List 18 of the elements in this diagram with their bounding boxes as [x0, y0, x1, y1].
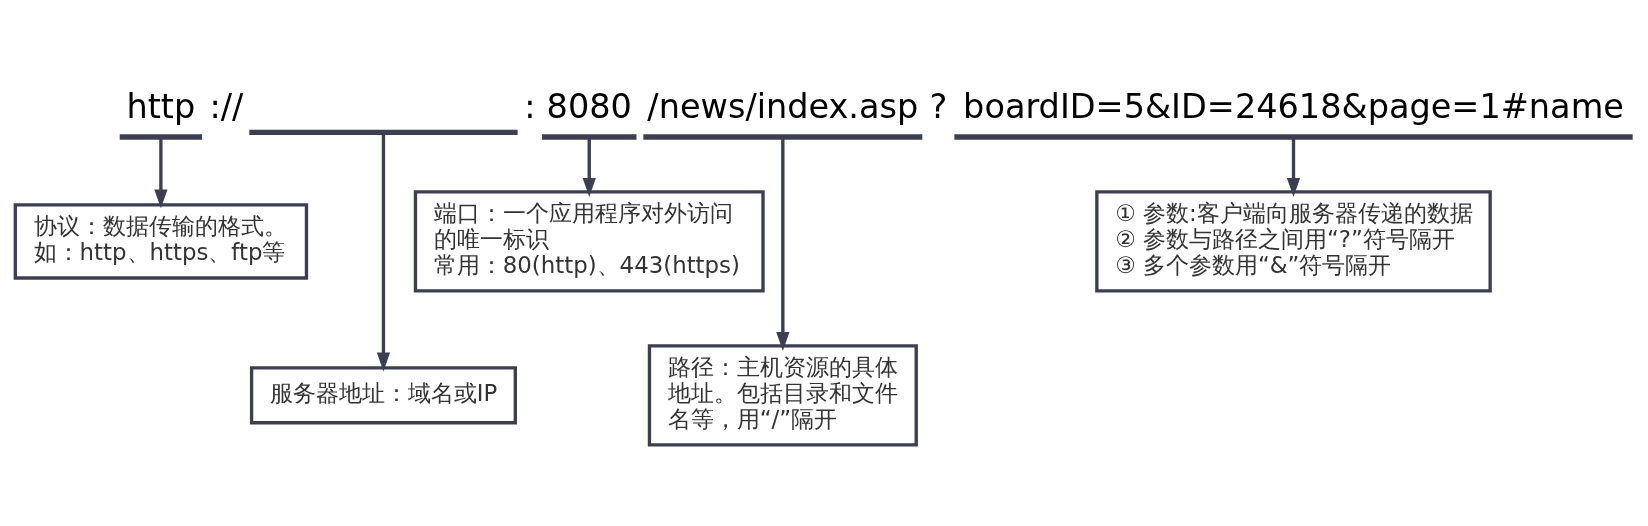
- node-bar: [249, 129, 518, 135]
- node-text: 8080: [546, 86, 632, 126]
- node-text: http: [126, 86, 196, 126]
- node-text: boardID=5&ID=24618&page=1#name: [963, 86, 1624, 126]
- node-box: 端口：一个应用程序对外访问的唯一标识 常用：80(http)、443(https): [413, 189, 765, 293]
- arrow: [776, 136, 790, 351]
- label: ?: [929, 86, 948, 126]
- arrow: [376, 133, 391, 371]
- arrow: [1286, 136, 1301, 197]
- arrow: [154, 136, 168, 208]
- node-text: /news/index.asp: [647, 86, 919, 126]
- node-box: 路径：主机资源的具体地址。包括目录和文件名等，用“/”隔开: [647, 343, 918, 447]
- node-box: ① 参数:客户端向服务器传递的数据 ② 参数与路径之间用“?”符号隔开 ③ 多个参数用“&”符号隔开: [1095, 189, 1492, 293]
- node-box: 协议：数据传输的格式。 如：http、https、ftp等: [13, 202, 309, 280]
- label: ://: [209, 86, 244, 126]
- arrow: [582, 136, 596, 197]
- label: :: [524, 86, 536, 126]
- node-box: 服务器地址：域名或IP: [249, 365, 517, 424]
